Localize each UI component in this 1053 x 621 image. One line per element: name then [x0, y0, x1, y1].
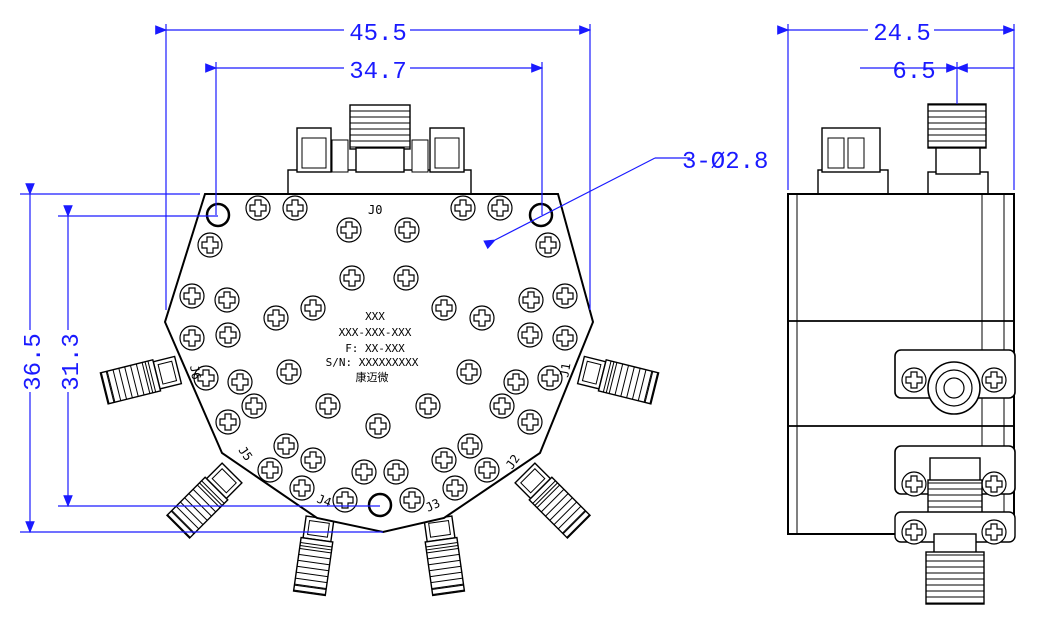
mounting-hole [528, 202, 554, 228]
port-label-j4: J4 [315, 492, 333, 510]
port-label-j3: J3 [423, 496, 442, 515]
marking-serial: S/N: XXXXXXXXX [326, 356, 419, 369]
dimension-width-holes: 34.7 [205, 54, 544, 215]
port-label-j6: J6 [187, 364, 203, 381]
dimension-connector-offset: 6.5 [860, 59, 1014, 104]
dimension-label: 45.5 [349, 21, 407, 48]
dimension-height-holes: 31.3 [56, 205, 380, 508]
connector-j6 [99, 353, 183, 405]
connector-j4 [292, 515, 337, 597]
dimension-height-overall: 36.5 [18, 183, 383, 534]
connector-j2 [512, 460, 591, 539]
marking-part-number: XXX-XXX-XXX [339, 326, 412, 339]
side-view: 24.5 6.5 [777, 16, 1016, 605]
product-marking: XXX XXX-XXX-XXX F: XX-XXX S/N: XXXXXXXXX… [326, 310, 419, 384]
mounting-hole [367, 492, 393, 518]
port-label-j5: J5 [236, 444, 256, 464]
dimension-label: 3-Ø2.8 [682, 149, 768, 176]
side-connector-upper [894, 349, 1016, 415]
dimension-label: 34.7 [349, 59, 407, 86]
port-label-j2: J2 [503, 452, 523, 472]
dimension-hole-callout: 3-Ø2.8 [483, 149, 768, 250]
dimension-depth-overall: 24.5 [777, 16, 1016, 190]
port-label-j0: J0 [368, 203, 382, 217]
front-view: J0 J1 J2 J3 J4 J5 J6 XXX XXX-XXX-XXX F: … [18, 16, 768, 597]
marking-model: XXX [365, 310, 385, 323]
side-connector-lower [894, 445, 1016, 605]
connector-j3 [421, 515, 466, 597]
port-label-j1: J1 [557, 362, 573, 379]
dimension-width-overall: 45.5 [155, 16, 592, 310]
dimension-label: 36.5 [21, 333, 48, 391]
connector-j1 [576, 353, 660, 405]
mounting-hole [205, 202, 231, 228]
connector-j5 [166, 460, 245, 539]
dimension-label: 6.5 [892, 59, 935, 86]
marking-frequency: F: XX-XXX [345, 342, 405, 355]
dimension-label: 31.3 [59, 333, 86, 391]
dimension-label: 24.5 [873, 21, 931, 48]
housing-outline [163, 193, 595, 534]
connector-top [287, 104, 472, 195]
marking-brand: 康迈微 [356, 370, 389, 384]
